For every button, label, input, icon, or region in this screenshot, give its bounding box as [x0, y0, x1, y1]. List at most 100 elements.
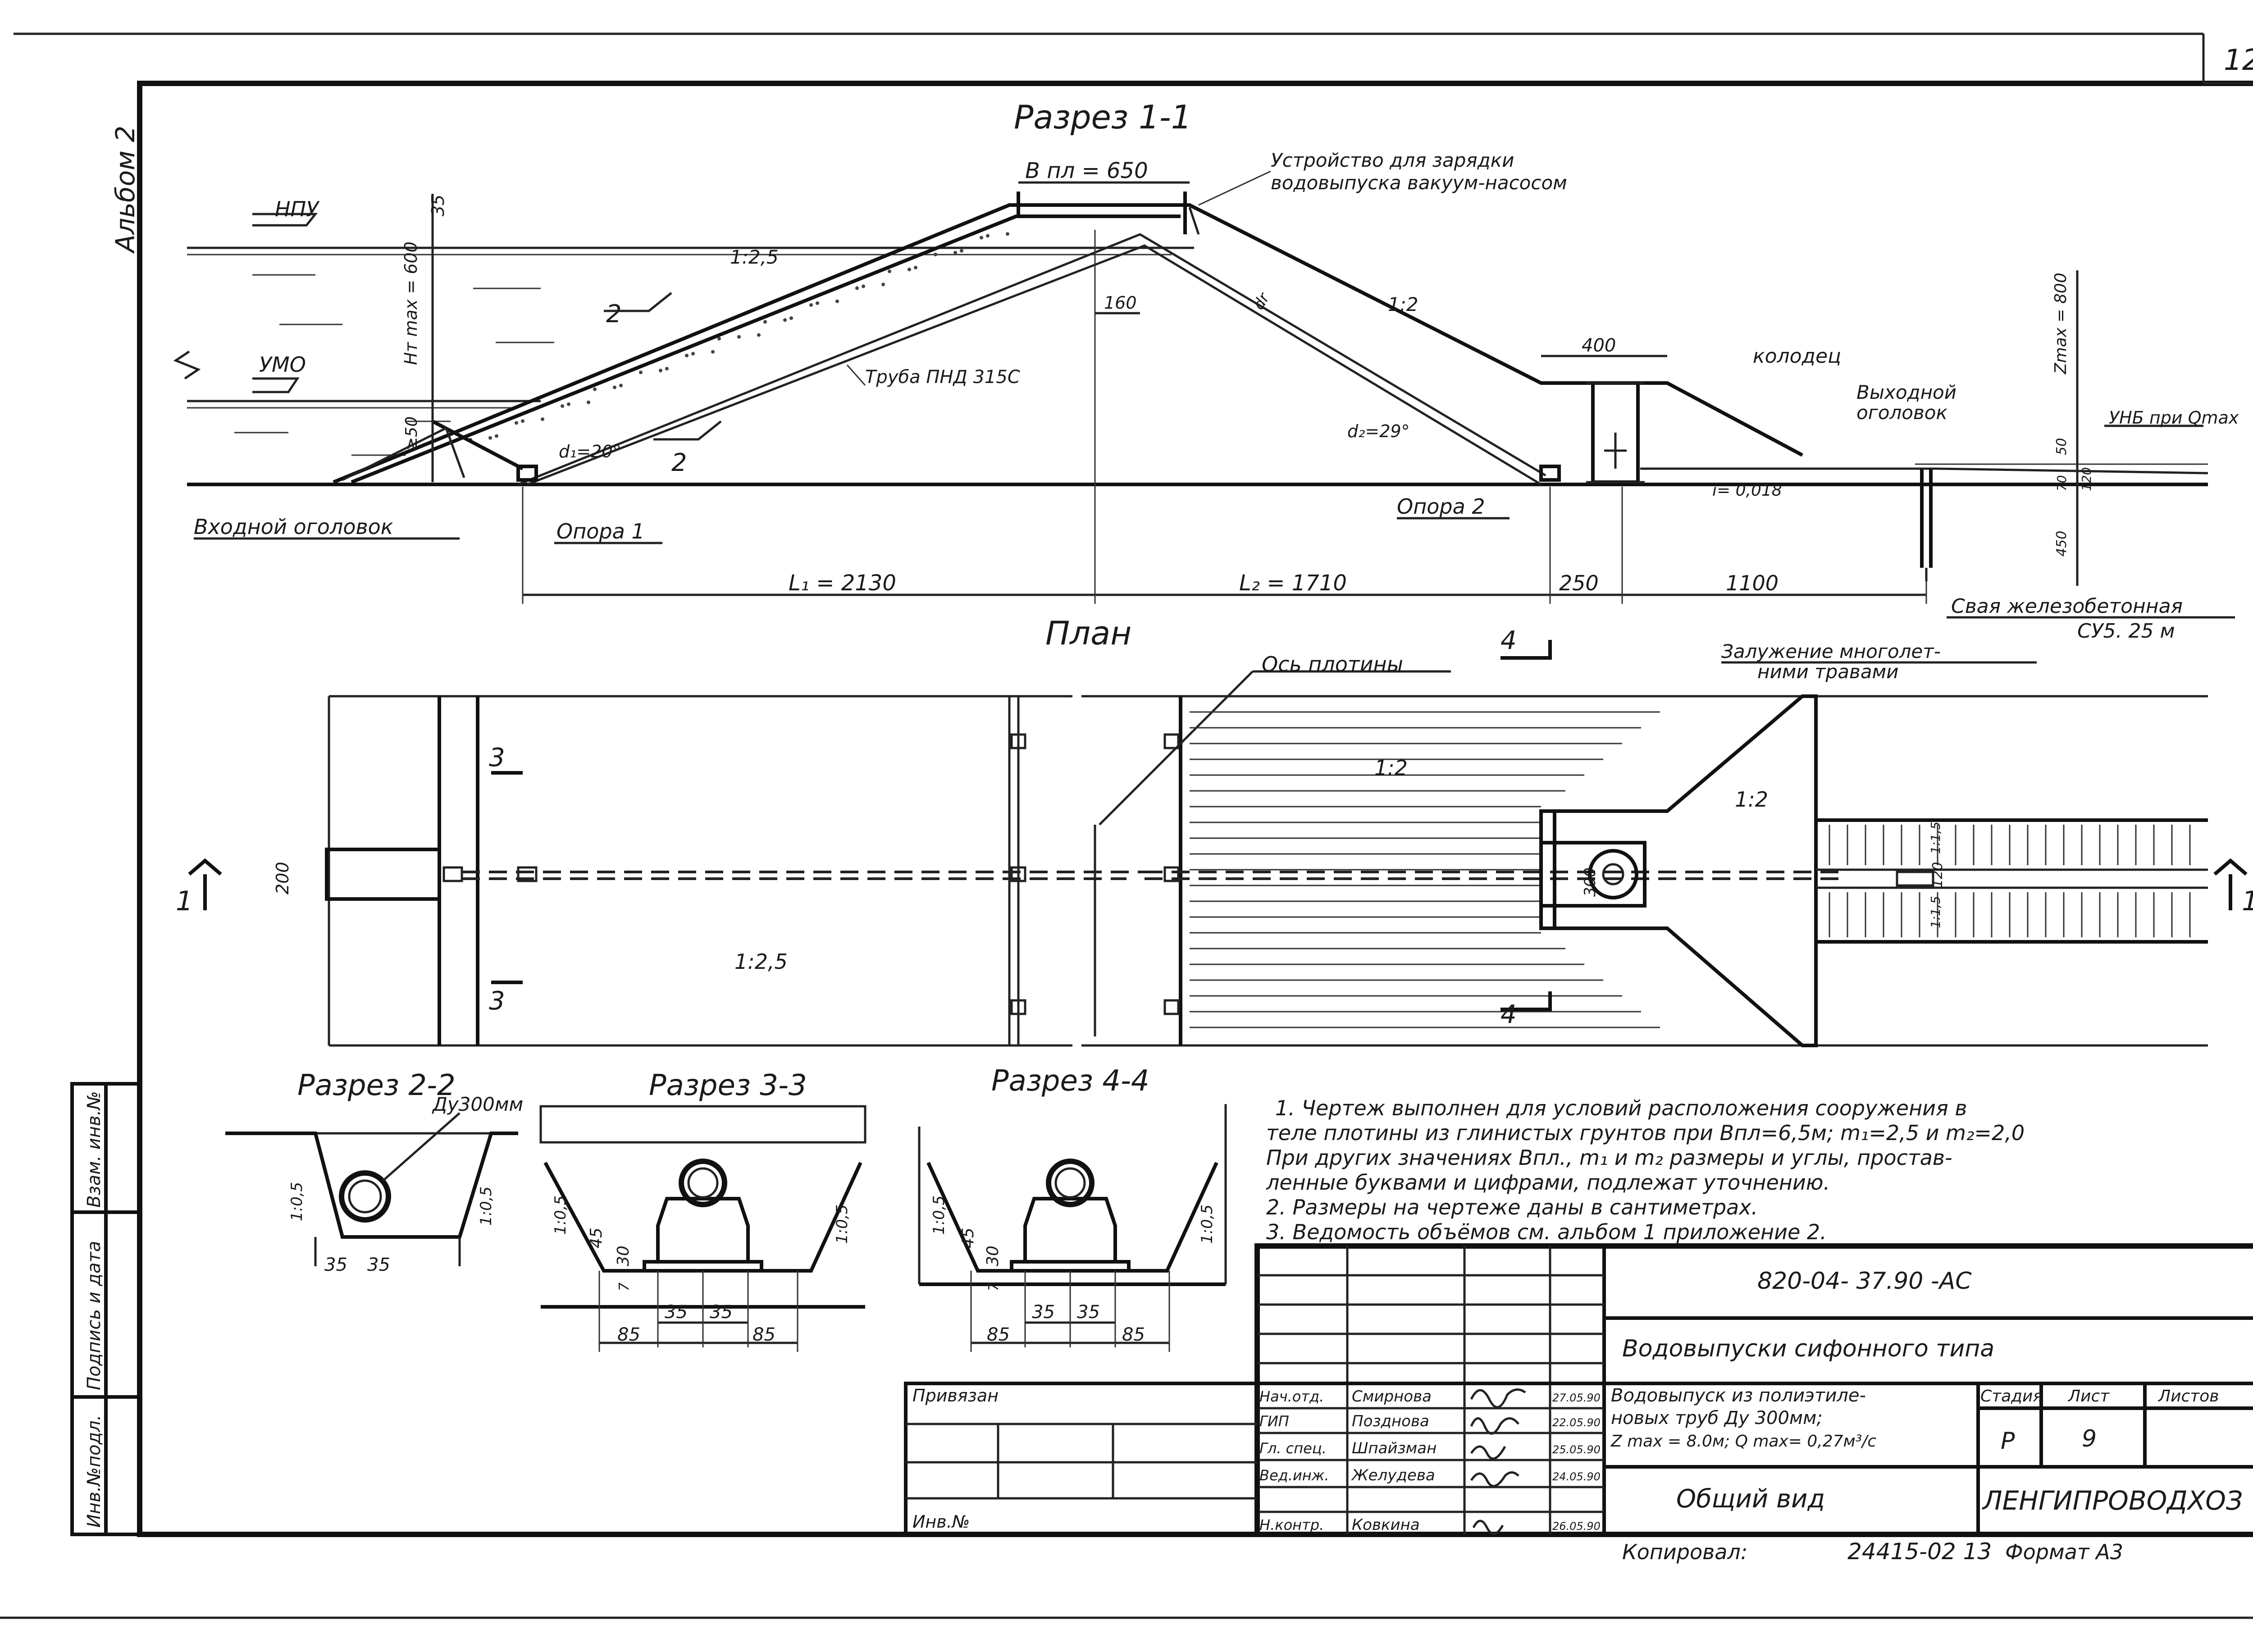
sheet-value: 9 — [2082, 1425, 2097, 1452]
plan-inlet-block — [325, 848, 441, 901]
role-4: Н.контр. — [1259, 1516, 1324, 1533]
support-2-label: Опора 2 — [1397, 494, 1485, 519]
stamp-inv-orig: Инв.№подл. — [84, 1415, 105, 1528]
section-3-3-w3: 85 — [617, 1324, 640, 1345]
format-label: Формат А3 — [2005, 1540, 2123, 1564]
support-1-block — [516, 465, 538, 482]
well-structure — [1586, 381, 1645, 484]
well-width-label: 400 — [1582, 335, 1616, 356]
plan-dim-300: 300 — [1581, 867, 1599, 897]
dim-250-label: 250 — [1559, 571, 1599, 595]
dim-50-left-label: ≥50 — [402, 416, 421, 451]
section-3-3-h1: 45 — [587, 1228, 606, 1248]
slope-i-label: i= 0,018 — [1712, 481, 1782, 500]
note-line-2: теле плотины из глинистых грунтов при Вп… — [1266, 1121, 2025, 1145]
well-label: колодец — [1753, 345, 1841, 368]
album-label: Альбом 2 — [110, 126, 141, 254]
sheet-header: Лист — [2067, 1387, 2110, 1406]
signatures — [1470, 1388, 1526, 1535]
dim-120-label: 120 — [2079, 467, 2094, 491]
plan-view: План — [176, 614, 2253, 1047]
desc-line-2: новых труб Ду 300мм; — [1611, 1408, 1823, 1428]
support-2-block — [1539, 465, 1561, 482]
title-block: Привязан Инв.№ Нач.отд. ГИП Гл. спец. Ве… — [904, 1243, 2253, 1565]
stage-header: Стадия — [1980, 1387, 2043, 1406]
dim-35-label: 35 — [428, 195, 448, 216]
cut-3-upper: 3 — [489, 743, 505, 772]
name-0: Смирнова — [1352, 1387, 1432, 1406]
role-0: Нач.отд. — [1259, 1388, 1324, 1405]
sheet-number: 12 — [2224, 44, 2253, 77]
name-3: Желудева — [1351, 1466, 1435, 1484]
plan-slope-hatch — [1190, 711, 1660, 1028]
section-3-3-w4: 85 — [753, 1324, 775, 1345]
pile-label-2: СУ5. 25 м — [2077, 620, 2175, 643]
section-1-1-title: Разрез 1-1 — [1014, 98, 1192, 136]
section-3-3: Разрез 3-3 1:0,5 1:0,5 45 30 7 35 35 85 … — [539, 1069, 867, 1352]
sheet-frame: 12 Альбом 2 — [0, 32, 2253, 1619]
section-3-3-slope-l: 1:0,5 — [552, 1196, 570, 1235]
section-3-3-h2: 30 — [614, 1246, 633, 1266]
note-line-4: ленные буквами и цифрами, подлежат уточн… — [1266, 1170, 1830, 1195]
plan-slope-1-2-a: 1:2 — [1374, 756, 1408, 780]
dim-450-label: 450 — [2054, 531, 2070, 557]
note-line-6: 3. Ведомость объёмов см. альбом 1 прилож… — [1266, 1220, 1827, 1244]
slope-up-label: 1:2,5 — [730, 246, 779, 268]
section-4-4-h3: 7 — [986, 1282, 1002, 1291]
section-2-2-slope-r: 1:0,5 — [477, 1187, 495, 1226]
dim-70-label: 70 — [2054, 475, 2069, 491]
stamp-sign-date: Подпись и дата — [84, 1241, 105, 1390]
plan-slope-15-a: 1:1,5 — [1928, 821, 1943, 854]
plan-supports — [1010, 733, 1180, 1015]
cut-2-lower: 2 — [671, 448, 687, 477]
crest-width-label: В пл = 650 — [1025, 158, 1148, 183]
name-2: Шпайзман — [1352, 1439, 1437, 1457]
section-4-4-w2: 35 — [1077, 1302, 1100, 1323]
angle-d2-label: d₂=29° — [1347, 421, 1410, 441]
section-4-4-w4: 85 — [1122, 1324, 1145, 1345]
sheets-header: Листов — [2157, 1387, 2219, 1406]
attached-label: Привязан — [912, 1386, 999, 1406]
name-1: Позднова — [1352, 1412, 1429, 1430]
section-4-4-w3: 85 — [987, 1324, 1010, 1345]
plan-slope-1-2-5: 1:2,5 — [734, 949, 788, 974]
inv-label: Инв.№ — [912, 1512, 970, 1532]
section-4-4-h1: 45 — [959, 1228, 977, 1248]
date-2: 25.05.90 — [1552, 1443, 1601, 1456]
section-4-4-slope-l: 1:0,5 — [930, 1196, 948, 1235]
section-4-4: Разрез 4-4 1:0,5 1:0,5 45 30 7 35 35 85 … — [918, 1064, 1227, 1352]
date-0: 27.05.90 — [1552, 1392, 1601, 1404]
grassing-label-2: ними травами — [1757, 661, 1898, 683]
section-3-3-w2: 35 — [710, 1302, 733, 1323]
device-label-1: Устройство для зарядки — [1271, 149, 1514, 171]
inlet-head-label: Входной оголовок — [194, 515, 393, 539]
doc-title: Водовыпуски сифонного типа — [1622, 1335, 1994, 1362]
copied-label: Копировал: — [1622, 1540, 1747, 1564]
device-label-2: водовыпуска вакуум-насосом — [1271, 172, 1567, 194]
date-4: 26.05.90 — [1552, 1520, 1601, 1533]
desc-line-3: Z max = 8.0м; Q max= 0,27м³/с — [1610, 1432, 1876, 1451]
plan-slope-1-2-b: 1:2 — [1735, 787, 1768, 812]
support-1-label: Опора 1 — [556, 519, 645, 543]
cut-4-upper: 4 — [1500, 626, 1517, 655]
h-max-label: Нт max = 600 — [401, 242, 421, 365]
section-4-4-slope-r: 1:0,5 — [1198, 1205, 1216, 1244]
cut-4-lower: 4 — [1500, 1000, 1517, 1029]
date-3: 24.05.90 — [1552, 1470, 1601, 1483]
section-3-3-title: Разрез 3-3 — [649, 1069, 807, 1102]
unb-label: УНБ при Qmax — [2109, 408, 2239, 428]
angle-df-label: dr — [1250, 289, 1273, 313]
cut-3-lower: 3 — [489, 986, 505, 1016]
side-stamp: Инв.№подл. Подпись и дата Взам. инв.№ — [70, 1082, 141, 1536]
stage-value: Р — [2001, 1428, 2015, 1455]
dim-50-right-label: 50 — [2054, 438, 2070, 455]
doc-code: 820-04- 37.90 -АС — [1757, 1268, 1972, 1295]
section-4-4-w1: 35 — [1032, 1302, 1055, 1323]
pile-label-1: Свая железобетонная — [1951, 595, 2183, 618]
copy-number: 24415-02 13 — [1847, 1538, 1992, 1565]
section-2-2-slope-l: 1:0,5 — [288, 1182, 306, 1221]
name-4: Ковкина — [1352, 1516, 1420, 1534]
role-2: Гл. спец. — [1259, 1440, 1327, 1457]
cut-1-right: 1 — [2242, 885, 2253, 917]
z-max-label: Zmax = 800 — [2052, 273, 2070, 374]
